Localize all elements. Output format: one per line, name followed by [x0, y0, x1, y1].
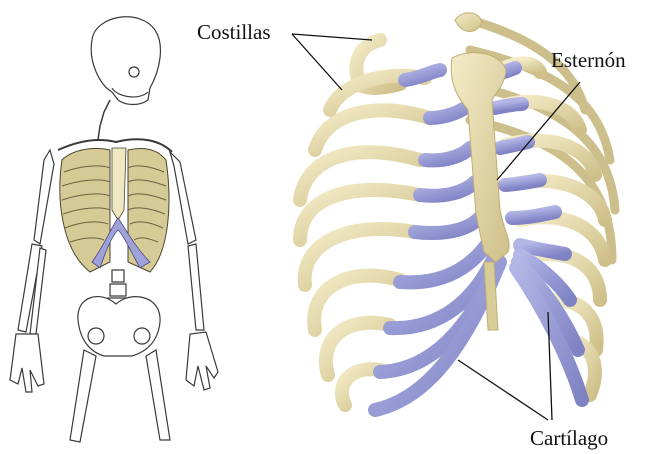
cartilage-5-left	[415, 215, 482, 233]
right-femur	[146, 350, 170, 440]
ribs-leader-2	[292, 34, 342, 90]
left-ribs	[300, 40, 430, 405]
skull	[91, 17, 160, 105]
hip-socket-left	[88, 328, 104, 344]
cartilage-3-right	[500, 142, 528, 148]
right-forearm	[188, 244, 204, 330]
cartilage-4-right	[505, 180, 540, 185]
cartilage-5-right	[512, 212, 555, 218]
right-humerus	[170, 152, 196, 244]
label-sternum: Esternón	[551, 50, 626, 71]
ribcage-detail	[300, 13, 615, 410]
cartilage-leader-1	[458, 360, 548, 420]
cartilage-4-left	[420, 182, 475, 196]
label-cartilage: Cartílago	[530, 428, 608, 449]
manubrium-top	[455, 13, 482, 32]
ribs-leader	[292, 34, 372, 40]
cervical-spine	[98, 100, 110, 140]
left-humerus	[34, 150, 54, 244]
left-femur	[70, 350, 96, 442]
rib-3-left	[315, 110, 430, 150]
cartilage-3-left	[425, 148, 470, 160]
cartilage-2-right	[495, 104, 522, 108]
hip-socket-right	[134, 328, 150, 344]
skeleton-ribcage	[60, 148, 169, 272]
left-hand	[10, 334, 44, 392]
eye-socket	[129, 67, 139, 77]
pelvis	[78, 297, 160, 356]
skeleton-sternum	[112, 148, 126, 220]
cartilage-2-left	[430, 106, 468, 118]
right-hand	[186, 332, 218, 390]
label-ribs: Costillas	[197, 22, 271, 43]
